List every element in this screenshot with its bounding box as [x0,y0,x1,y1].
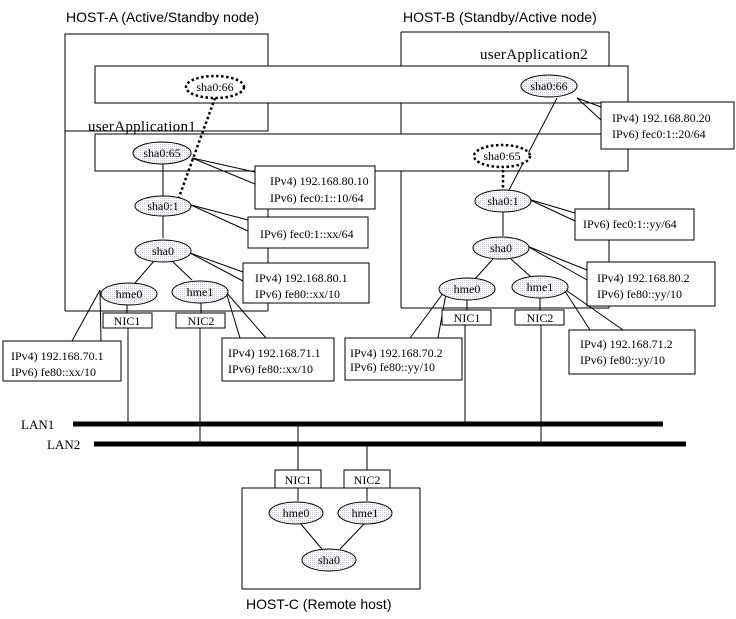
svg-text:IPv6) fe80::yy/10: IPv6) fe80::yy/10 [580,353,665,367]
svg-text:NIC2: NIC2 [527,311,554,325]
svg-text:IPv6) fe80::yy/10: IPv6) fe80::yy/10 [597,287,682,301]
link-b-sha066-sha01 [508,97,558,191]
svg-text:sha0:66: sha0:66 [196,80,233,94]
callout-a-hme0: IPv4) 192.168.70.1 IPv6) fe80::xx/10 [2,289,122,382]
host-c-nic1: NIC1 [274,469,322,489]
svg-text:sha0: sha0 [318,553,340,567]
svg-text:hme1: hme1 [352,506,379,520]
host-b-nic1: NIC1 [441,309,492,326]
svg-text:IPv4) 192.168.71.2: IPv4) 192.168.71.2 [580,337,673,351]
host-a-nic1: NIC1 [102,312,153,329]
host-b-sha0-66: sha0:66 [520,74,578,98]
svg-text:NIC2: NIC2 [354,473,381,487]
host-b-hme1: hme1 [511,275,569,299]
svg-text:NIC2: NIC2 [188,314,215,328]
host-a-hme1: hme1 [171,280,229,304]
svg-text:IPv4) 192.168.80.10: IPv4) 192.168.80.10 [270,174,369,188]
callout-a-sha0: IPv4) 192.168.80.1 IPv6) fe80::xx/10 [189,252,370,304]
host-c-title: HOST-C (Remote host) [246,596,391,612]
svg-text:IPv4) 192.168.80.20: IPv4) 192.168.80.20 [612,111,711,125]
host-a-title: HOST-A (Active/Standby node) [66,9,259,25]
svg-text:IPv4) 192.168.71.1: IPv4) 192.168.71.1 [228,346,321,360]
host-b-nic2: NIC2 [514,309,565,326]
svg-text:sha0:1: sha0:1 [147,199,178,213]
host-c-nic2: NIC2 [343,469,391,489]
callout-b-hme0: IPv4) 192.168.70.2 IPv6) fe80::yy/10 [344,287,463,381]
user-application1-label: userApplication1 [88,119,196,135]
svg-text:NIC1: NIC1 [114,314,141,328]
host-a-nic2: NIC2 [175,312,226,329]
callout-b-sha01: IPv6) fec0:1::yy/64 [527,198,695,241]
svg-text:NIC1: NIC1 [285,473,312,487]
callout-b-sha0: IPv4) 192.168.80.2 IPv6) fe80::yy/10 [526,245,716,307]
svg-text:sha0:65: sha0:65 [143,146,180,160]
svg-text:hme1: hme1 [527,280,554,294]
link-b-sha0-hme0 [473,258,494,281]
svg-text:sha0: sha0 [152,244,174,258]
callout-a-sha065: IPv4) 192.168.80.10 IPv6) fec0:1::10/64 [191,157,376,210]
link-a-sha0-hme1 [171,260,193,281]
host-b-title: HOST-B (Standby/Active node) [403,9,597,25]
host-b-sha0-1: sha0:1 [474,189,532,213]
host-a-sha0-65: sha0:65 [132,141,192,165]
svg-text:sha0:1: sha0:1 [487,194,518,208]
svg-text:sha0: sha0 [490,241,512,255]
svg-text:IPv4) 192.168.70.1: IPv4) 192.168.70.1 [11,349,104,363]
svg-text:IPv6) fe80::xx/10: IPv6) fe80::xx/10 [228,362,313,376]
lan2-label: LAN2 [47,437,80,452]
svg-text:IPv4) 192.168.80.2: IPv4) 192.168.80.2 [597,271,690,285]
host-c-sha0: sha0 [301,548,357,572]
host-b-hme0: hme0 [438,277,496,301]
callout-b-sha066: IPv4) 192.168.80.20 IPv6) fec0:1::20/64 [576,97,735,150]
svg-text:hme0: hme0 [116,287,143,301]
svg-text:hme0: hme0 [283,506,310,520]
svg-text:hme0: hme0 [454,282,481,296]
svg-text:IPv6) fec0:1::10/64: IPv6) fec0:1::10/64 [270,191,364,205]
host-c-hme1: hme1 [337,501,393,525]
callout-a-sha01: IPv6) fec0:1::xx/64 [190,204,369,249]
lan1-label: LAN1 [21,417,54,432]
callout-b-hme1: IPv4) 192.168.71.2 IPv6) fe80::yy/10 [562,287,696,375]
link-a-sha0-hme0 [134,260,155,284]
svg-text:hme1: hme1 [187,285,214,299]
svg-text:IPv6) fe80::xx/10: IPv6) fe80::xx/10 [11,365,96,379]
svg-text:NIC1: NIC1 [454,311,481,325]
callout-a-hme1: IPv4) 192.168.71.1 IPv6) fe80::xx/10 [221,291,335,382]
host-c-hme0: hme0 [268,501,324,525]
svg-text:IPv6) fe80::xx/10: IPv6) fe80::xx/10 [255,287,340,301]
host-a-sha0-1: sha0:1 [134,195,192,217]
host-a-hme0: hme0 [100,282,158,306]
link-a-sha066-sha01 [176,97,217,201]
svg-text:IPv6) fe80::yy/10: IPv6) fe80::yy/10 [350,360,435,374]
svg-text:sha0:65: sha0:65 [483,149,520,163]
svg-text:sha0:66: sha0:66 [530,79,567,93]
host-b-sha0-65: sha0:65 [472,143,532,169]
user-application2-label: userApplication2 [480,47,588,63]
host-a-sha0: sha0 [134,239,192,263]
svg-text:IPv4) 192.168.70.2: IPv4) 192.168.70.2 [350,346,443,360]
host-b-sha0: sha0 [472,236,530,260]
host-c-box [241,487,421,590]
svg-text:IPv6) fec0:1::xx/64: IPv6) fec0:1::xx/64 [260,227,354,241]
svg-text:IPv4) 192.168.80.1: IPv4) 192.168.80.1 [255,271,348,285]
svg-text:IPv6) fec0:1::yy/64: IPv6) fec0:1::yy/64 [583,217,677,231]
link-b-sha0-hme1 [510,258,532,278]
host-a-sha0-66: sha0:66 [184,74,246,100]
svg-text:IPv6) fec0:1::20/64: IPv6) fec0:1::20/64 [612,127,706,141]
